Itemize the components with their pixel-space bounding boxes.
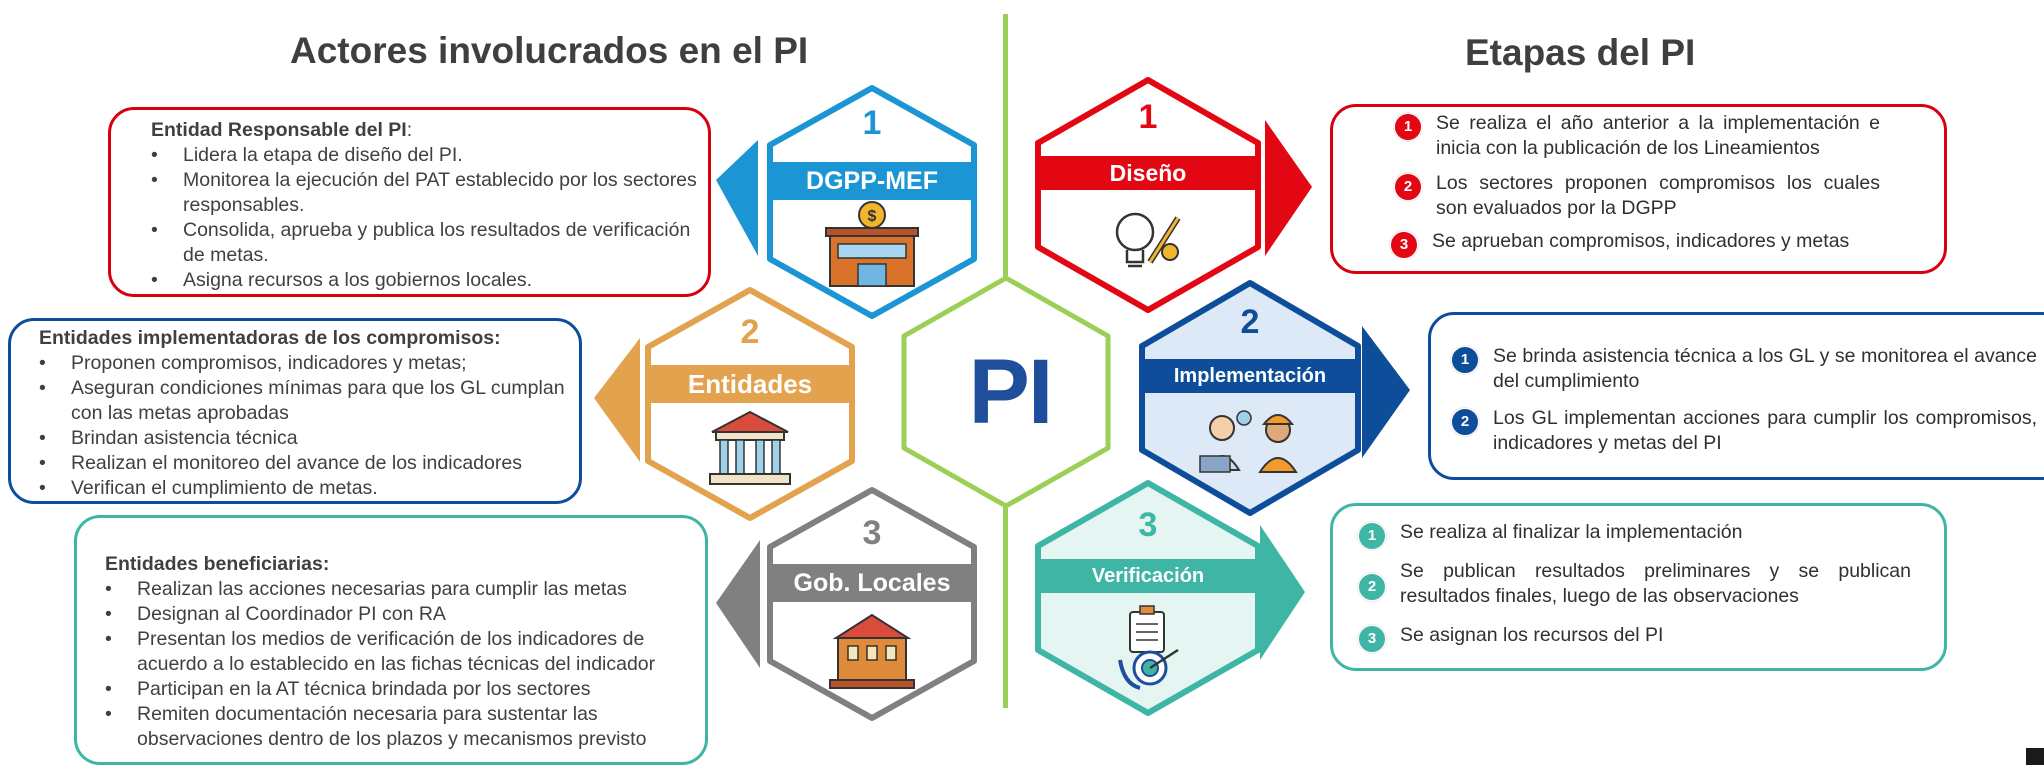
actor-1-arrow [716, 140, 758, 256]
list-item: Proponen compromisos, indicadores y meta… [39, 351, 569, 376]
actor-2-info-box: Entidades implementadoras de los comprom… [8, 318, 582, 504]
list-item: Realizan las acciones necesarias para cu… [105, 577, 695, 602]
actor-3-heading: Entidades beneficiarias: [105, 553, 330, 575]
stage-2-info-box [1428, 312, 2044, 480]
step-text: Se realiza al finalizar la implementació… [1400, 521, 1743, 543]
stage-1-band [1041, 156, 1255, 190]
center-pi-label: PI [968, 341, 1054, 443]
workers-team-icon [1199, 410, 1298, 473]
actor-2-heading: Entidades implementadoras de los comprom… [39, 327, 501, 349]
list-item: Verifican el cumplimiento de metas. [39, 476, 569, 501]
actor-1-heading: Entidad Responsable del PI [151, 119, 407, 141]
actor-1-heading-suffix: : [406, 119, 413, 141]
center-hexagon [901, 275, 1111, 509]
list-item: 3 Se aprueban compromisos, indicadores y… [1390, 229, 1880, 259]
stage-2-hexagon [1139, 280, 1361, 516]
checklist-target-icon [1118, 605, 1179, 690]
stage-2-number: 2 [1240, 303, 1260, 341]
stage-3-band-label: Verificación [1091, 565, 1205, 587]
actor-3-hexagon [767, 487, 977, 721]
actors-section-title: Actores involucrados en el PI [290, 30, 809, 71]
list-item: Lidera la etapa de diseño del PI. [151, 143, 698, 168]
government-building-icon [709, 410, 791, 485]
actor-2-hexagon [645, 287, 855, 521]
step-number-badge: 2 [1451, 408, 1479, 436]
actor-3-band-label: Gob. Locales [793, 569, 951, 597]
stage-3-info-box [1330, 503, 1947, 671]
stage-1-info-box [1330, 104, 1947, 274]
list-item: 1 Se realiza al finalizar la implementac… [1358, 520, 1911, 550]
step-text: Se aprueban compromisos, indicadores y m… [1432, 230, 1850, 252]
step-text: Se asignan los recursos del PI [1400, 624, 1664, 646]
list-item: Asigna recursos a los gobiernos locales. [151, 268, 698, 293]
step-number-badge: 3 [1358, 625, 1386, 653]
step-text: Los GL implementan acciones para cumplir… [1493, 407, 2037, 454]
step-text: Se publican resultados preliminares y se… [1400, 560, 1911, 607]
stage-2-arrow [1362, 326, 1410, 458]
list-item: Monitorea la ejecución del PAT estableci… [151, 168, 698, 218]
stage-2-steps: 1 Se brinda asistencia técnica a los GL … [1451, 344, 2037, 456]
step-text: Los sectores proponen compromisos los cu… [1436, 172, 1880, 219]
stage-3-band [1041, 559, 1255, 593]
list-item: 1 Se brinda asistencia técnica a los GL … [1451, 344, 2037, 394]
list-item: 3 Se asignan los recursos del PI [1358, 623, 1911, 653]
stage-1-hexagon [1035, 77, 1261, 313]
stage-3-steps: 1 Se realiza al finalizar la implementac… [1358, 520, 1911, 653]
list-item: 2 Los GL implementan acciones para cumpl… [1451, 406, 2037, 456]
town-hall-icon [829, 613, 915, 689]
design-ideas-icon [1115, 212, 1181, 268]
bank-building-icon: $ [825, 201, 919, 287]
step-number-badge: 2 [1358, 573, 1386, 601]
list-item: Participan en la AT técnica brindada por… [105, 677, 695, 702]
actor-3-band [773, 564, 971, 602]
step-text: Se brinda asistencia técnica a los GL y … [1493, 345, 2037, 392]
stage-3-number: 3 [1138, 506, 1158, 544]
list-item: Presentan los medios de verificación de … [105, 627, 695, 677]
actor-2-band [651, 365, 849, 403]
actor-3-arrow [716, 540, 760, 668]
step-number-badge: 1 [1451, 346, 1479, 374]
actor-1-band [773, 162, 971, 200]
actor-2-arrow [594, 338, 640, 462]
list-item: 2 Los sectores proponen compromisos los … [1394, 171, 1880, 221]
list-item: 1 Se realiza el año anterior a la implem… [1394, 111, 1880, 161]
stage-2-band [1145, 359, 1355, 393]
actor-3-number: 3 [862, 514, 882, 552]
step-number-badge: 1 [1358, 522, 1386, 550]
actor-1-number: 1 [862, 104, 882, 142]
list-item: Remiten documentación necesaria para sus… [105, 702, 695, 752]
svg-text:$: $ [868, 208, 877, 225]
step-number-badge: 2 [1394, 173, 1422, 201]
list-item: 2 Se publican resultados preliminares y … [1358, 559, 1911, 609]
list-item: Realizan el monitoreo del avance de los … [39, 451, 569, 476]
actor-2-number: 2 [740, 313, 760, 351]
stage-1-steps: 1 Se realiza el año anterior a la implem… [1390, 111, 1880, 259]
list-item: Consolida, aprueba y publica los resulta… [151, 218, 698, 268]
corner-mark [2026, 748, 2044, 765]
stage-1-number: 1 [1138, 98, 1158, 136]
step-number-badge: 1 [1394, 113, 1422, 141]
stage-2-band-label: Implementación [1173, 365, 1327, 387]
actor-2-band-label: Entidades [687, 369, 813, 399]
stage-3-arrow [1260, 525, 1305, 660]
list-item: Brindan asistencia técnica [39, 426, 569, 451]
stage-1-arrow [1265, 120, 1312, 256]
step-text: Se realiza el año anterior a la implemen… [1436, 112, 1880, 159]
step-number-badge: 3 [1390, 231, 1418, 259]
list-item: Designan al Coordinador PI con RA [105, 602, 695, 627]
stage-3-hexagon [1035, 480, 1261, 716]
stages-section-title: Etapas del PI [1465, 32, 1696, 73]
list-item: Aseguran condiciones mínimas para que lo… [39, 376, 569, 426]
stage-1-band-label: Diseño [1109, 160, 1187, 186]
actor-3-info-box: Entidades beneficiarias: Realizan las ac… [74, 515, 708, 765]
actor-1-band-label: DGPP-MEF [806, 167, 938, 195]
actor-1-info-box: Entidad Responsable del PI: Lidera la et… [108, 107, 711, 297]
